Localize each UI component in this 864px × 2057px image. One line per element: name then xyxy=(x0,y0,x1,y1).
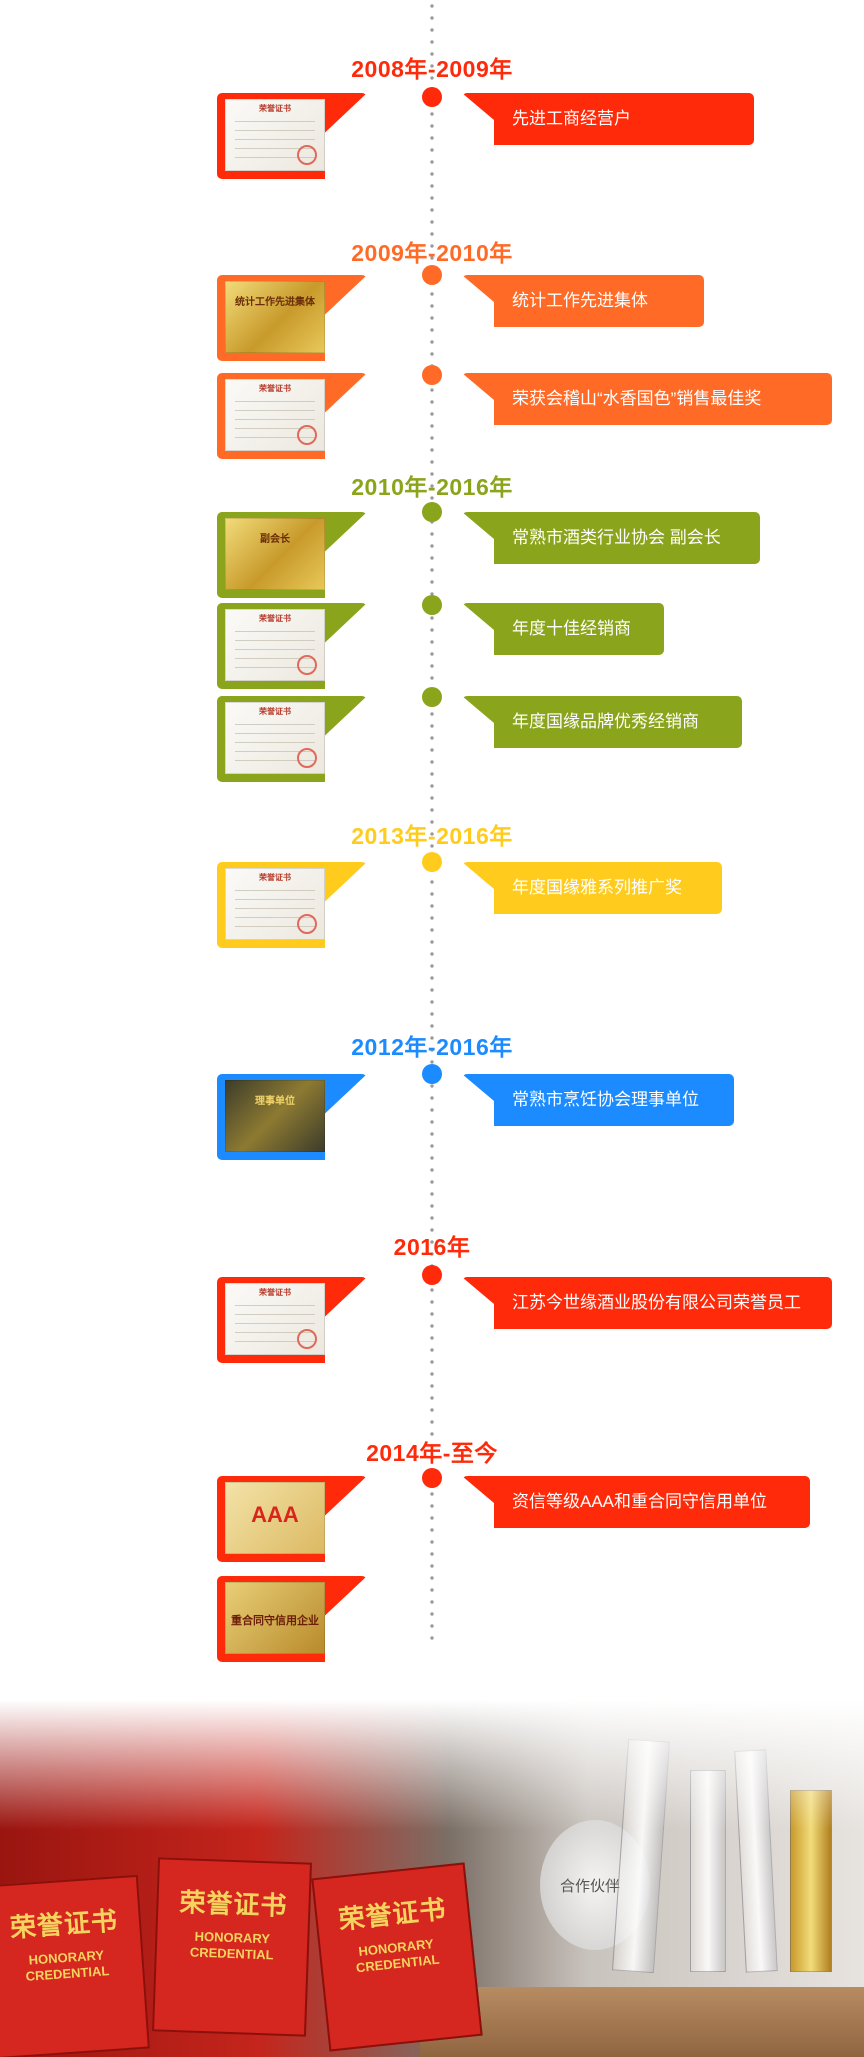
honor-book: 荣誉证书 HONORARY CREDENTIAL xyxy=(311,1862,483,2052)
certificate-thumbnail[interactable]: 荣誉证书 xyxy=(217,1277,367,1363)
certificate-thumbnail[interactable]: AAA xyxy=(217,1476,367,1562)
honor-book: 荣誉证书 HONORARY CREDENTIAL xyxy=(152,1857,312,2037)
timeline-dot xyxy=(422,502,442,522)
award-label: 资信等级AAA和重合同守信用单位 xyxy=(462,1476,810,1528)
year-label-2008-2009: 2008年-2009年 xyxy=(351,56,513,82)
certificate-thumbnail[interactable]: 统计工作先进集体 xyxy=(217,275,367,361)
timeline-dot xyxy=(422,265,442,285)
certificate-thumbnail[interactable]: 荣誉证书 xyxy=(217,373,367,459)
year-label-2009-2010: 2009年-2010年 xyxy=(351,240,513,266)
award-label: 年度国缘雅系列推广奖 xyxy=(462,862,722,914)
year-label-2013-2016: 2013年-2016年 xyxy=(351,823,513,849)
timeline-dot xyxy=(422,852,442,872)
year-label-2012-2016: 2012年-2016年 xyxy=(351,1034,513,1060)
honors-photo-banner: 合作伙伴 荣誉证书 HONORARY CREDENTIAL 荣誉证书 HONOR… xyxy=(0,1700,864,2057)
honor-book: 荣誉证书 HONORARY CREDENTIAL xyxy=(0,1874,150,2057)
timeline-dot xyxy=(422,687,442,707)
year-label-2010-2016: 2010年-2016年 xyxy=(351,474,513,500)
award-label: 江苏今世缘酒业股份有限公司荣誉员工 xyxy=(462,1277,832,1329)
year-label-2016: 2016年 xyxy=(393,1234,471,1260)
award-label: 年度十佳经销商 xyxy=(462,603,664,655)
timeline-dotted-line xyxy=(430,0,434,1640)
award-label: 荣获会稽山“水香国色”销售最佳奖 xyxy=(462,373,832,425)
award-label: 先进工商经营户 xyxy=(462,93,754,145)
timeline-dot xyxy=(422,365,442,385)
certificate-thumbnail[interactable]: 荣誉证书 xyxy=(217,862,367,948)
certificate-thumbnail[interactable]: 重合同守信用企业 xyxy=(217,1576,367,1662)
timeline-dot xyxy=(422,1265,442,1285)
award-label: 统计工作先进集体 xyxy=(462,275,704,327)
timeline-dot xyxy=(422,1064,442,1084)
certificate-thumbnail[interactable]: 荣誉证书 xyxy=(217,696,367,782)
award-label: 年度国缘品牌优秀经销商 xyxy=(462,696,742,748)
award-label: 常熟市酒类行业协会 副会长 xyxy=(462,512,760,564)
plaque-text: 合作伙伴 xyxy=(560,1878,621,1895)
certificate-thumbnail[interactable]: 理事单位 xyxy=(217,1074,367,1160)
year-label-2014-present: 2014年-至今 xyxy=(366,1440,498,1466)
award-label: 常熟市烹饪协会理事单位 xyxy=(462,1074,734,1126)
timeline-dot xyxy=(422,1468,442,1488)
timeline-dot xyxy=(422,87,442,107)
certificate-thumbnail[interactable]: 副会长 xyxy=(217,512,367,598)
certificate-thumbnail[interactable]: 荣誉证书 xyxy=(217,93,367,179)
certificate-thumbnail[interactable]: 荣誉证书 xyxy=(217,603,367,689)
timeline-dot xyxy=(422,595,442,615)
